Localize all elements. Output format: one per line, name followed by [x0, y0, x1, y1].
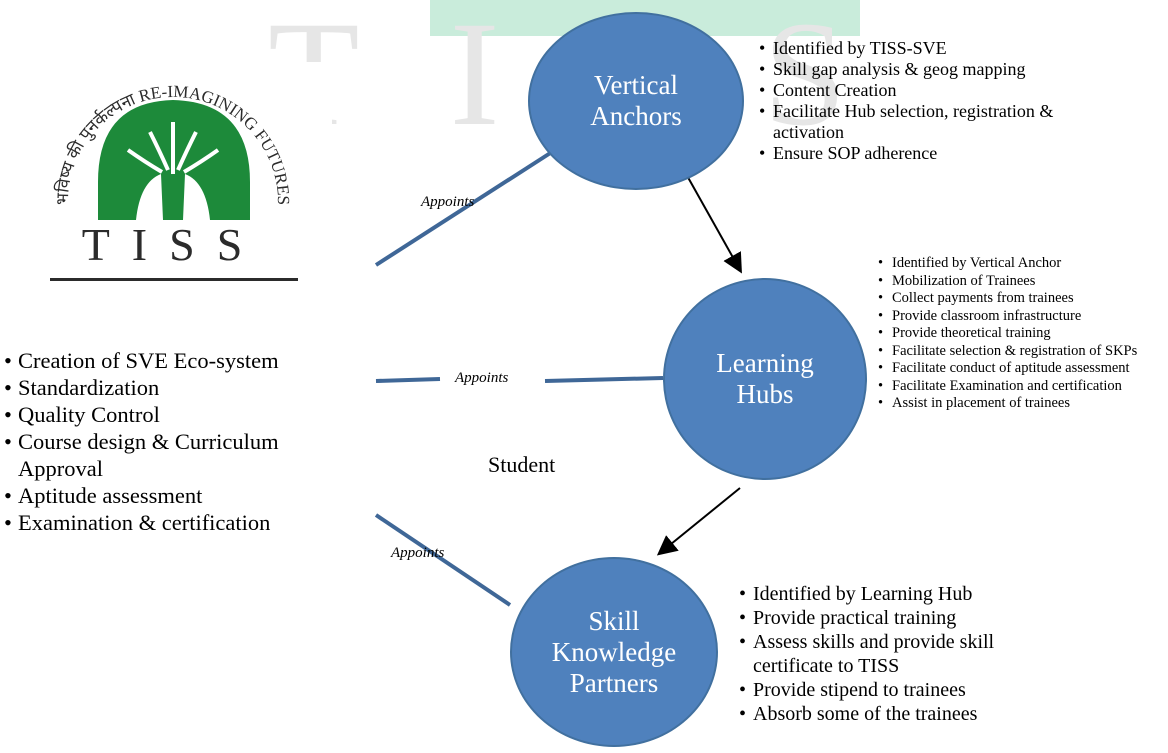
skill-knowledge-partners-item: Assess skills and provide skill certific… — [739, 630, 1059, 678]
appoints-line-middle-left — [375, 377, 441, 383]
learning-hubs-item: Facilitate conduct of aptitude assessmen… — [878, 360, 1163, 378]
tiss-roles-list: Creation of SVE Eco-systemStandardizatio… — [4, 347, 344, 536]
learning-hubs-item: Facilitate Examination and certification — [878, 378, 1163, 396]
appoints-label-bottom: Appoints — [391, 545, 445, 561]
vertical-anchors-list: Identified by TISS-SVESkill gap analysis… — [759, 38, 1089, 164]
student-label: Student — [488, 452, 556, 477]
logo-tree-branches — [126, 122, 220, 174]
learning-hubs-item: Assist in placement of trainees — [878, 395, 1163, 413]
tiss-logo: भविष्य की पुनर्कल्पना RE-IMAGINING FUTUR… — [10, 62, 332, 302]
learning-hubs-item: Facilitate selection & registration of S… — [878, 343, 1163, 361]
learning-hubs-item: Provide classroom infrastructure — [878, 308, 1163, 326]
appoints-line-top — [374, 148, 557, 267]
vertical-anchors-item: Facilitate Hub selection, registration &… — [759, 101, 1089, 143]
vertical-anchors-label: Vertical Anchors — [590, 70, 682, 131]
vertical-anchors-item: Content Creation — [759, 80, 1089, 101]
learning-hubs-item: Identified by Vertical Anchor — [878, 255, 1163, 273]
tiss-role-item: Standardization — [4, 374, 344, 401]
vertical-anchors-item: Ensure SOP adherence — [759, 143, 1089, 164]
appoints-line-middle-right — [544, 376, 664, 383]
tiss-role-item: Creation of SVE Eco-system — [4, 347, 344, 374]
learning-hubs-item: Mobilization of Trainees — [878, 273, 1163, 291]
learning-hubs-item: Collect payments from trainees — [878, 290, 1163, 308]
skill-knowledge-partners-item: Provide practical training — [739, 606, 1059, 630]
logo-name: TISS — [82, 219, 265, 270]
skill-knowledge-partners-item: Identified by Learning Hub — [739, 582, 1059, 606]
vertical-anchors-item: Identified by TISS-SVE — [759, 38, 1089, 59]
skill-knowledge-partners-list: Identified by Learning HubProvide practi… — [739, 582, 1059, 726]
tiss-role-item: Examination & certification — [4, 509, 344, 536]
skill-knowledge-partners-item: Absorb some of the trainees — [739, 702, 1059, 726]
skill-knowledge-partners-node: Skill Knowledge Partners — [510, 557, 718, 747]
tiss-role-item: Quality Control — [4, 401, 344, 428]
learning-hubs-label: Learning Hubs — [716, 348, 814, 409]
vertical-anchors-item: Skill gap analysis & geog mapping — [759, 59, 1089, 80]
appoints-line-bottom — [374, 513, 512, 607]
appoints-label-top: Appoints — [421, 194, 475, 210]
vertical-anchors-node: Vertical Anchors — [528, 12, 744, 190]
tiss-logo-graphic: भविष्य की पुनर्कल्पना RE-IMAGINING FUTUR… — [50, 82, 298, 281]
arrow-lh-to-skp — [656, 487, 741, 556]
tiss-role-item: Aptitude assessment — [4, 482, 344, 509]
logo-underline — [50, 278, 298, 281]
skill-knowledge-partners-item: Provide stipend to trainees — [739, 678, 1059, 702]
tiss-role-item: Course design & Curriculum Approval — [4, 428, 344, 482]
learning-hubs-item: Provide theoretical training — [878, 325, 1163, 343]
learning-hubs-list: Identified by Vertical AnchorMobilizatio… — [878, 255, 1163, 413]
appoints-label-middle: Appoints — [455, 370, 509, 386]
learning-hubs-node: Learning Hubs — [663, 278, 867, 480]
skill-knowledge-partners-label: Skill Knowledge Partners — [551, 605, 677, 698]
